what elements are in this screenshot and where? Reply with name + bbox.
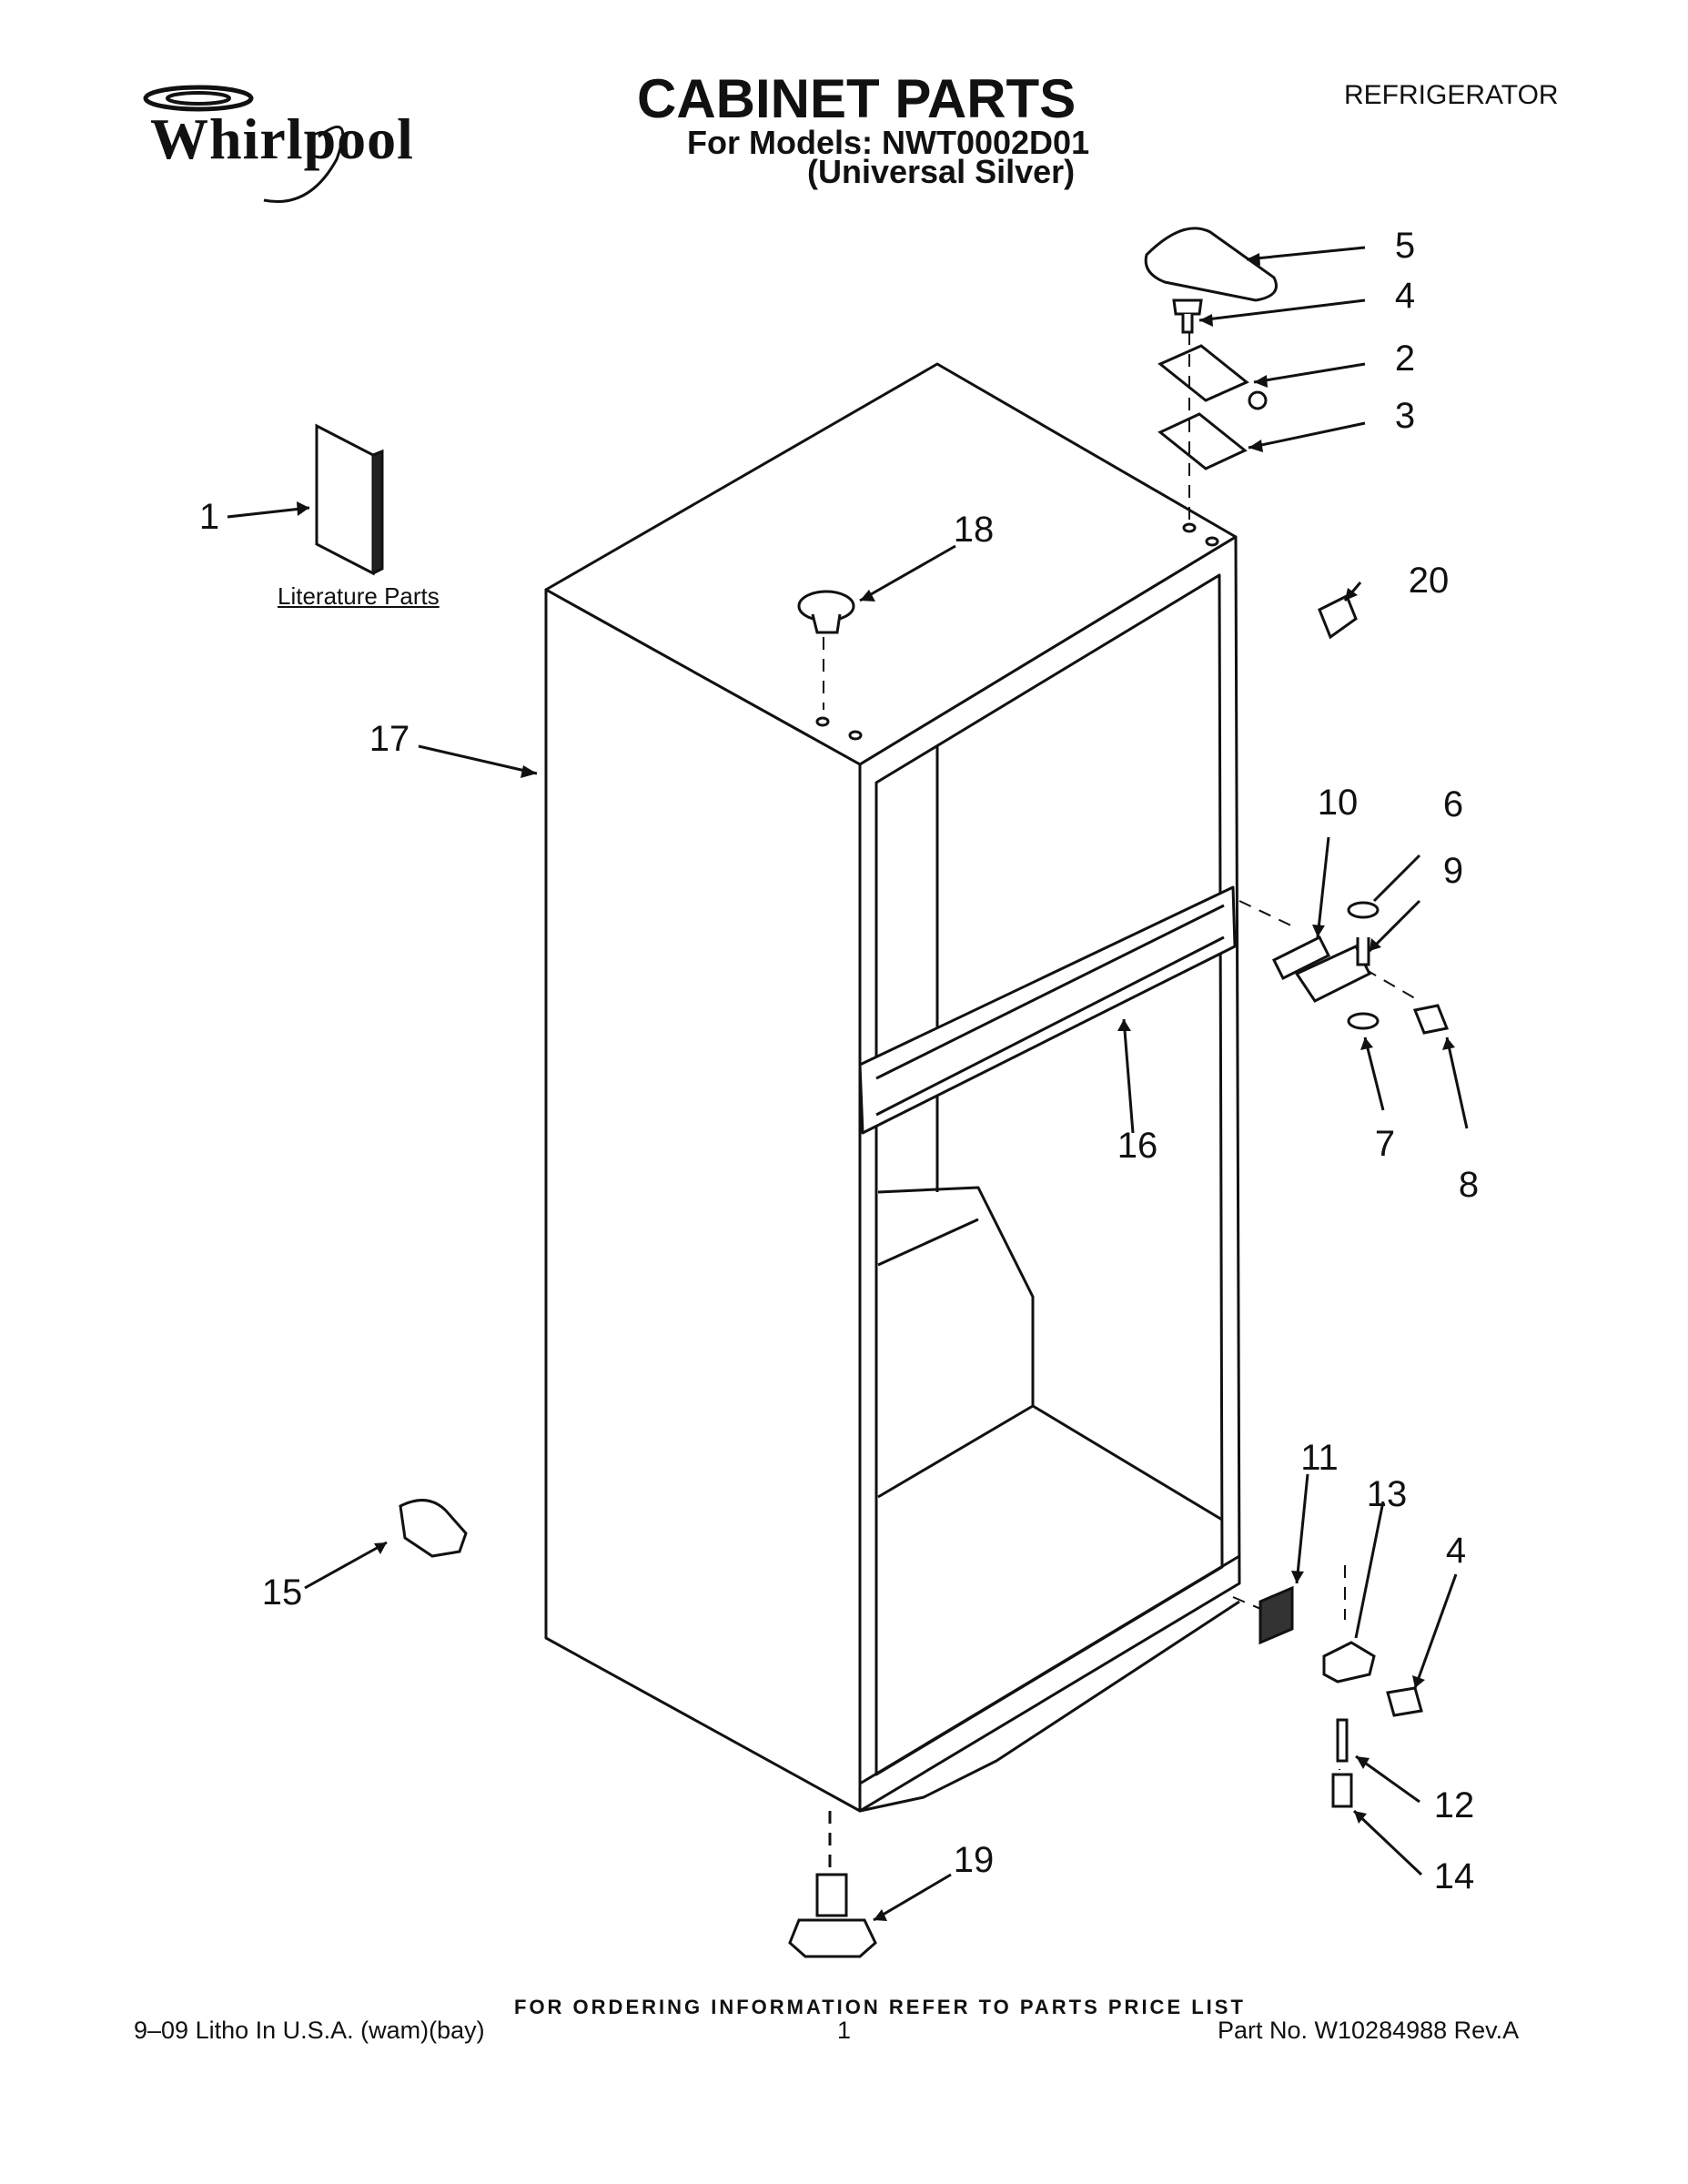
brand-logo: Whirlpool [127, 73, 413, 209]
brand-name: Whirlpool [150, 106, 414, 171]
callout-10: 10 [1317, 783, 1359, 823]
color-line: (Universal Silver) [807, 153, 1076, 190]
wire-clip [399, 1499, 468, 1558]
callout-20: 20 [1408, 561, 1450, 601]
hinge-shim [1157, 412, 1248, 470]
callout-4-top: 4 [1394, 276, 1416, 316]
callout-17: 17 [369, 719, 410, 759]
ordering-note: FOR ORDERING INFORMATION REFER TO PARTS … [514, 1996, 1246, 2018]
cabinet-front-frame [858, 535, 1241, 1813]
models-line: For Models: NWT0002D01 [687, 124, 1090, 161]
literature-parts-label: Literature Parts [278, 582, 440, 610]
callout-9: 9 [1442, 851, 1464, 891]
callout-18: 18 [953, 510, 995, 550]
callout-14: 14 [1433, 1856, 1475, 1896]
top-hinge [1157, 344, 1268, 410]
hinge-screw-top [1172, 298, 1203, 334]
callout-19: 19 [953, 1840, 995, 1880]
top-plug [797, 590, 855, 634]
literature-booklet [315, 423, 384, 576]
leveling-leg [788, 1811, 877, 1958]
cabinet-side [544, 588, 862, 1813]
callout-15: 15 [261, 1572, 303, 1613]
callout-8: 8 [1458, 1165, 1480, 1205]
callout-1: 1 [198, 497, 220, 537]
callout-4-bottom: 4 [1445, 1531, 1467, 1571]
appliance-type: REFRIGERATOR [1344, 80, 1559, 110]
callout-7: 7 [1374, 1124, 1396, 1164]
center-hinge [1271, 901, 1450, 1035]
callout-3: 3 [1394, 396, 1416, 436]
divider-rail [858, 885, 1237, 1135]
callout-16: 16 [1117, 1126, 1158, 1166]
callout-6: 6 [1442, 784, 1464, 824]
bottom-hinge [1258, 1585, 1423, 1808]
part-number: Part No. W10284988 Rev.A [1218, 2017, 1520, 2044]
logo-swirl-icon [143, 85, 345, 203]
page-number: 1 [837, 2017, 852, 2044]
litho-line: 9–09 Litho In U.S.A. (wam)(bay) [134, 2017, 485, 2044]
callout-2: 2 [1394, 339, 1416, 379]
callout-11: 11 [1300, 1438, 1339, 1478]
hinge-cover [1144, 227, 1278, 302]
edge-cap [1318, 593, 1358, 640]
callout-13: 13 [1366, 1474, 1408, 1514]
callout-12: 12 [1433, 1785, 1475, 1825]
page-title: CABINET PARTS [637, 68, 1076, 129]
callout-5: 5 [1394, 226, 1416, 266]
